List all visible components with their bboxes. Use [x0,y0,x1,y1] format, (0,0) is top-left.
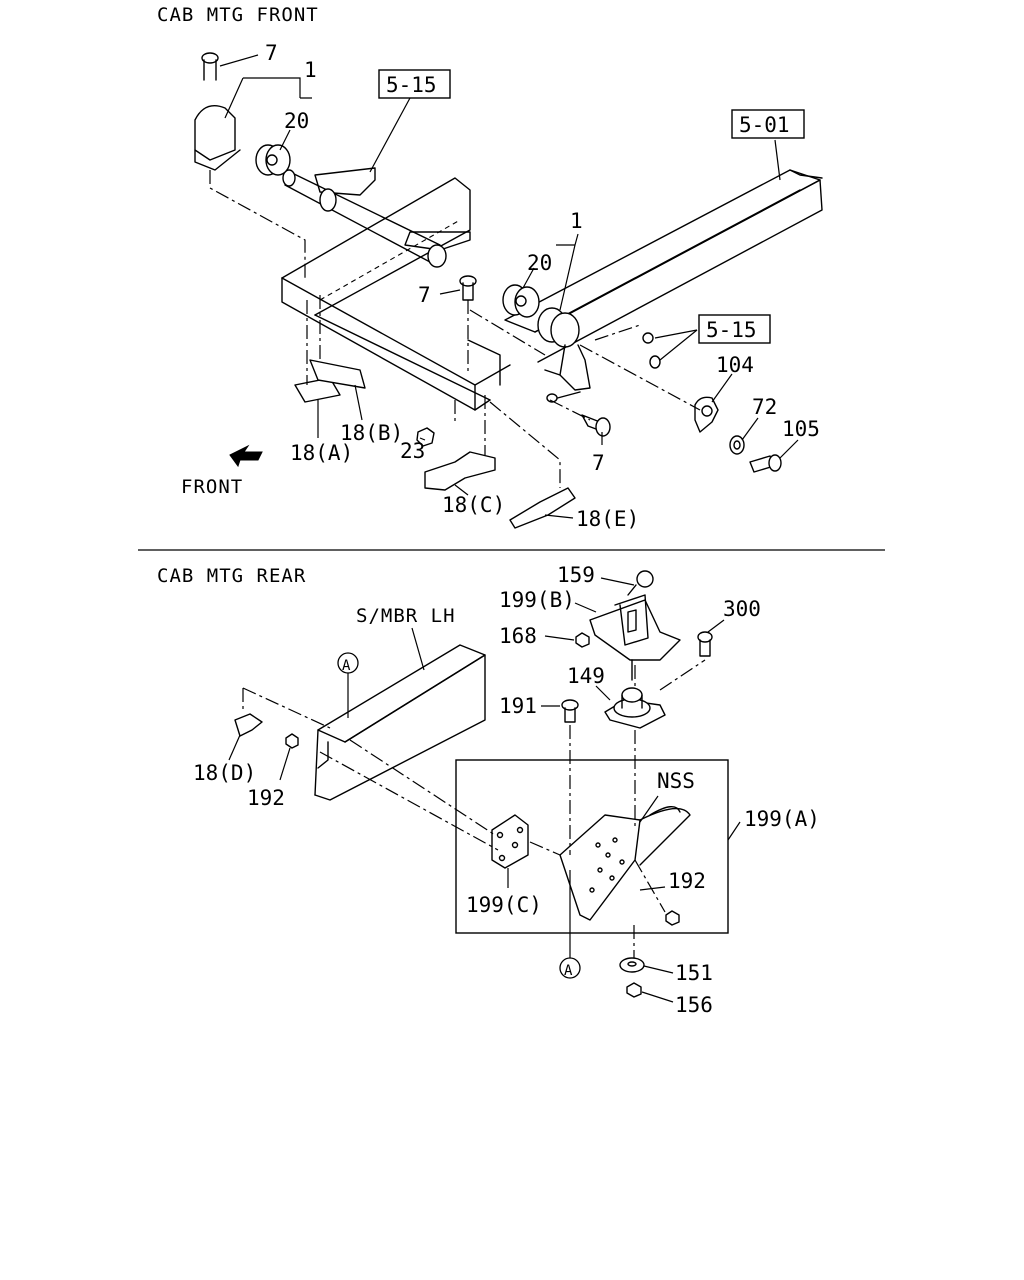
label-199c: 199(C) [466,893,542,917]
nut-192-right [665,910,680,926]
washer-72 [729,435,745,455]
label-1-top: 1 [304,58,317,82]
front-arrow-label: FRONT [181,476,243,498]
label-23: 23 [400,439,425,463]
rear-leader-lines [228,577,741,1003]
ref-box-5-01 [731,109,805,139]
label-156: 156 [675,993,713,1017]
marker-a-top [337,652,359,718]
label-18d: 18(D) [193,761,256,785]
bolt-191 [561,699,579,723]
bushing-20-top [255,144,291,176]
front-bushing-shaft [282,167,471,268]
mount-plate-199a [559,806,691,921]
label-104: 104 [716,353,754,377]
washer-151 [619,957,645,973]
front-section-title: CAB MTG FRONT [157,4,319,26]
bolt-300 [697,631,713,657]
nut-192-left [285,733,299,749]
bolt-159 [627,570,654,596]
nut-156 [626,982,642,998]
front-mount-drawing [194,52,823,529]
rubber-mount-149 [604,687,666,729]
frame-side-member [504,169,823,363]
label-20-mid: 20 [527,251,552,275]
bushing-20-mid [502,284,540,318]
label-smbr-lh: S/MBR LH [356,605,456,627]
label-192-right: 192 [668,869,706,893]
label-18c: 18(C) [442,493,505,517]
marker-a-top-text: A [342,658,351,674]
label-151: 151 [675,961,713,985]
label-192-left: 192 [247,786,285,810]
label-72: 72 [752,395,777,419]
label-18e: 18(E) [576,507,639,531]
retainer-104 [694,396,719,433]
shim-18b [309,359,366,389]
detail-box-199a [455,759,729,934]
label-191: 191 [499,694,537,718]
rear-part-labels: S/MBR LH A 159 199(B) 168 300 149 191 18… [193,563,820,1017]
front-leader-lines [219,54,799,519]
ref-box-5-15-mid [698,314,771,344]
label-149: 149 [567,664,605,688]
front-part-labels: 7 1 20 5-15 5-01 1 20 7 5-15 104 72 105 … [181,41,820,531]
upper-bracket-199b [589,594,681,681]
rear-mount-drawing [234,570,729,998]
ref-box-5-15-top [378,69,451,99]
bolt-7-low [581,414,611,437]
label-7-top: 7 [265,41,278,65]
label-199b: 199(B) [499,588,575,612]
cab-crossmember [281,177,511,411]
label-7-low: 7 [592,451,605,475]
label-18a: 18(A) [290,441,353,465]
ref-5-01: 5-01 [739,113,790,137]
front-left-mount-bracket [194,52,241,171]
bolt-105 [749,454,782,473]
shim-18e [509,487,576,529]
label-168: 168 [499,624,537,648]
label-nss: NSS [657,769,695,793]
label-7-mid: 7 [418,283,431,307]
rear-section-title: CAB MTG REAR [157,565,306,587]
label-18b: 18(B) [340,421,403,445]
label-199a: 199(A) [744,807,820,831]
nut-168 [575,632,590,648]
ref-5-15-mid: 5-15 [706,318,757,342]
fasteners-5-15-mid [642,332,661,369]
shim-18c [424,451,496,491]
label-300: 300 [723,597,761,621]
label-20-top: 20 [284,109,309,133]
front-direction-arrow [229,444,263,468]
label-159: 159 [557,563,595,587]
marker-a-bottom [559,870,581,979]
ref-5-15-top: 5-15 [386,73,437,97]
bracket-199c [491,814,529,869]
side-member-lh [314,644,486,801]
label-105: 105 [782,417,820,441]
nut-23 [416,427,435,447]
marker-a-bottom-text: A [564,963,573,979]
label-1-mid: 1 [570,209,583,233]
bolt-7-mid [459,275,477,301]
bracket-18d [234,713,263,737]
front-right-mount-bracket [537,307,591,403]
